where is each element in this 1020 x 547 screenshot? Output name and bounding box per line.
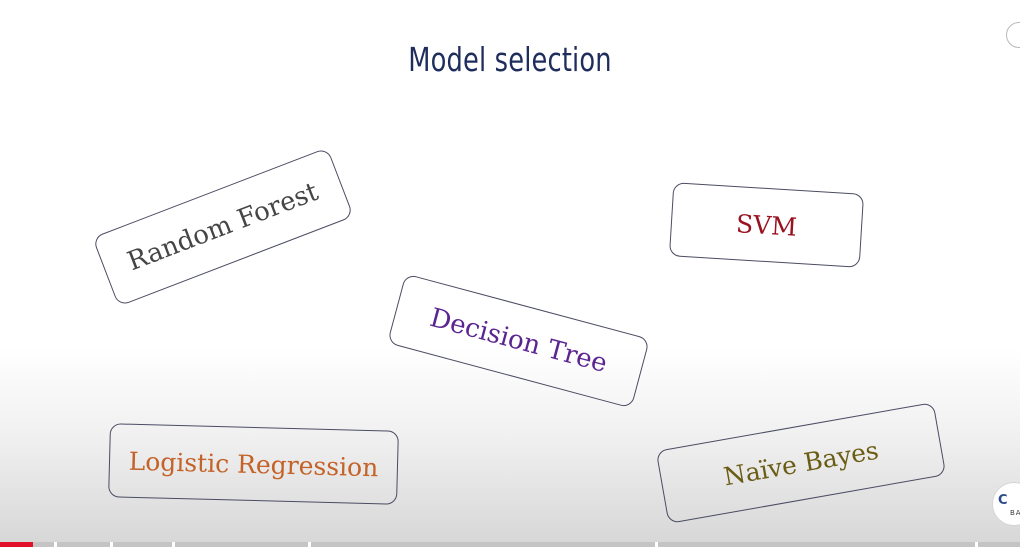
card-svm: SVM bbox=[668, 182, 865, 268]
chapter-marker bbox=[655, 542, 658, 547]
card-svm-label: SVM bbox=[735, 208, 798, 242]
chapter-marker bbox=[54, 542, 57, 547]
video-progress-fill bbox=[0, 542, 33, 547]
channel-logo-icon[interactable]: C BAS bbox=[992, 482, 1020, 526]
slide-title: Model selection bbox=[408, 40, 612, 79]
chapter-marker bbox=[172, 542, 175, 547]
chapter-marker bbox=[110, 542, 113, 547]
card-naive-bayes-label: Naïve Bayes bbox=[721, 435, 881, 491]
chapter-marker bbox=[975, 542, 978, 547]
circle-icon[interactable] bbox=[1006, 22, 1020, 48]
card-decision-tree: Decision Tree bbox=[386, 273, 651, 409]
logo-sub-text: BAS bbox=[1010, 509, 1020, 517]
card-random-forest: Random Forest bbox=[92, 147, 354, 307]
video-progress-bar[interactable] bbox=[0, 542, 1020, 547]
card-naive-bayes: Naïve Bayes bbox=[655, 402, 947, 524]
card-logistic-regression-label: Logistic Regression bbox=[128, 446, 379, 482]
chapter-marker bbox=[308, 542, 311, 547]
logo-mark: C bbox=[998, 493, 1008, 508]
card-random-forest-label: Random Forest bbox=[123, 176, 323, 278]
card-logistic-regression: Logistic Regression bbox=[108, 423, 399, 505]
card-decision-tree-label: Decision Tree bbox=[426, 302, 611, 380]
